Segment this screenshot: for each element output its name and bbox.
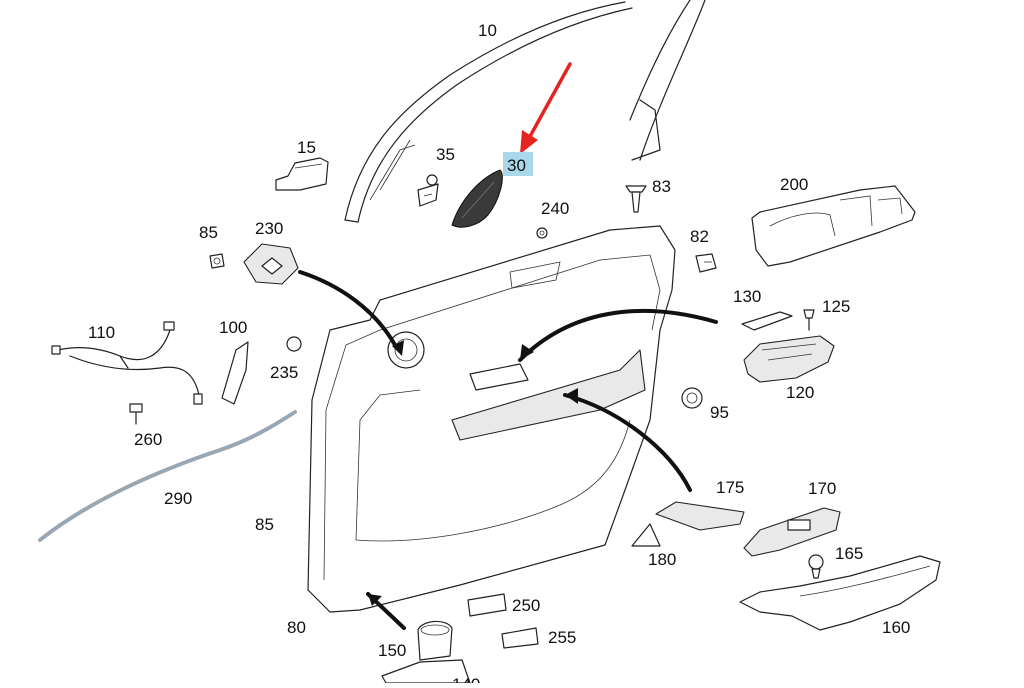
part-235-cap (286, 336, 302, 352)
part-260-bolt (129, 403, 143, 425)
callout-150: 150 (378, 641, 406, 660)
callout-80: 80 (287, 618, 306, 637)
callout-85-upper: 85 (199, 223, 218, 242)
callout-83: 83 (652, 177, 671, 196)
callout-10: 10 (478, 21, 497, 40)
callout-120: 120 (786, 383, 814, 402)
part-82-clip (695, 253, 717, 273)
callout-110: 110 (88, 323, 115, 342)
callout-165: 165 (835, 544, 863, 563)
part-250-pocket-insert (467, 593, 507, 617)
part-230-speaker-bracket (243, 243, 299, 285)
callout-highlight-30 (503, 152, 533, 176)
callout-255: 255 (548, 628, 576, 647)
part-170-switch-bezel (743, 507, 841, 557)
callout-250: 250 (512, 596, 540, 615)
callout-175: 175 (716, 478, 744, 497)
part-240-nut (536, 227, 548, 239)
part-130-switch-strip (741, 311, 793, 331)
part-95-grommet (681, 387, 703, 409)
callout-125: 125 (822, 297, 850, 316)
callout-labels: 10 15 35 30 83 200 240 85 230 82 130 125… (88, 21, 910, 688)
part-110-wiring-harness (51, 321, 203, 405)
callout-140: 140 (452, 675, 480, 683)
callout-130: 130 (733, 287, 761, 306)
callout-230: 230 (255, 219, 283, 238)
part-35-clip (417, 174, 439, 207)
part-255-cover (501, 627, 539, 649)
callout-200: 200 (780, 175, 808, 194)
part-180-trim (631, 523, 661, 547)
part-140-bottom-trim (381, 659, 471, 684)
callout-290: 290 (164, 489, 192, 508)
callout-30: 30 (507, 156, 526, 175)
callout-100: 100 (219, 318, 247, 337)
part-85-clip-upper (209, 253, 225, 269)
arrow-230-to-panel (298, 270, 397, 347)
part-15-grip (275, 157, 329, 191)
part-160-armrest (739, 555, 941, 631)
callout-180: 180 (648, 550, 676, 569)
part-125-screw (803, 309, 815, 331)
arrow-130-to-panel (518, 308, 718, 362)
callout-260: 260 (134, 430, 162, 449)
indicator-arrows (298, 270, 718, 630)
arrow-175-to-panel (563, 393, 692, 492)
callout-95: 95 (710, 403, 729, 422)
callout-85-lower: 85 (255, 515, 274, 534)
part-30-tweeter-cover (451, 169, 503, 228)
part-150-cup-holder (417, 620, 453, 661)
part-83-push-pin (625, 185, 647, 213)
part-290-seal-strip (38, 410, 297, 542)
part-120-switch-housing (743, 335, 835, 383)
callout-170: 170 (808, 479, 836, 498)
callout-235: 235 (270, 363, 298, 382)
callout-160: 160 (882, 618, 910, 637)
callout-240: 240 (541, 199, 569, 218)
callout-82: 82 (690, 227, 709, 246)
pointer-arrow (520, 62, 572, 154)
part-200-upper-trim (751, 185, 916, 267)
part-175-switch-panel (655, 501, 745, 531)
part-100-bracket (221, 341, 249, 405)
part-10-window-frame (344, 0, 706, 223)
callout-15: 15 (297, 138, 316, 157)
part-165-clip (808, 554, 824, 579)
callout-35: 35 (436, 145, 455, 164)
